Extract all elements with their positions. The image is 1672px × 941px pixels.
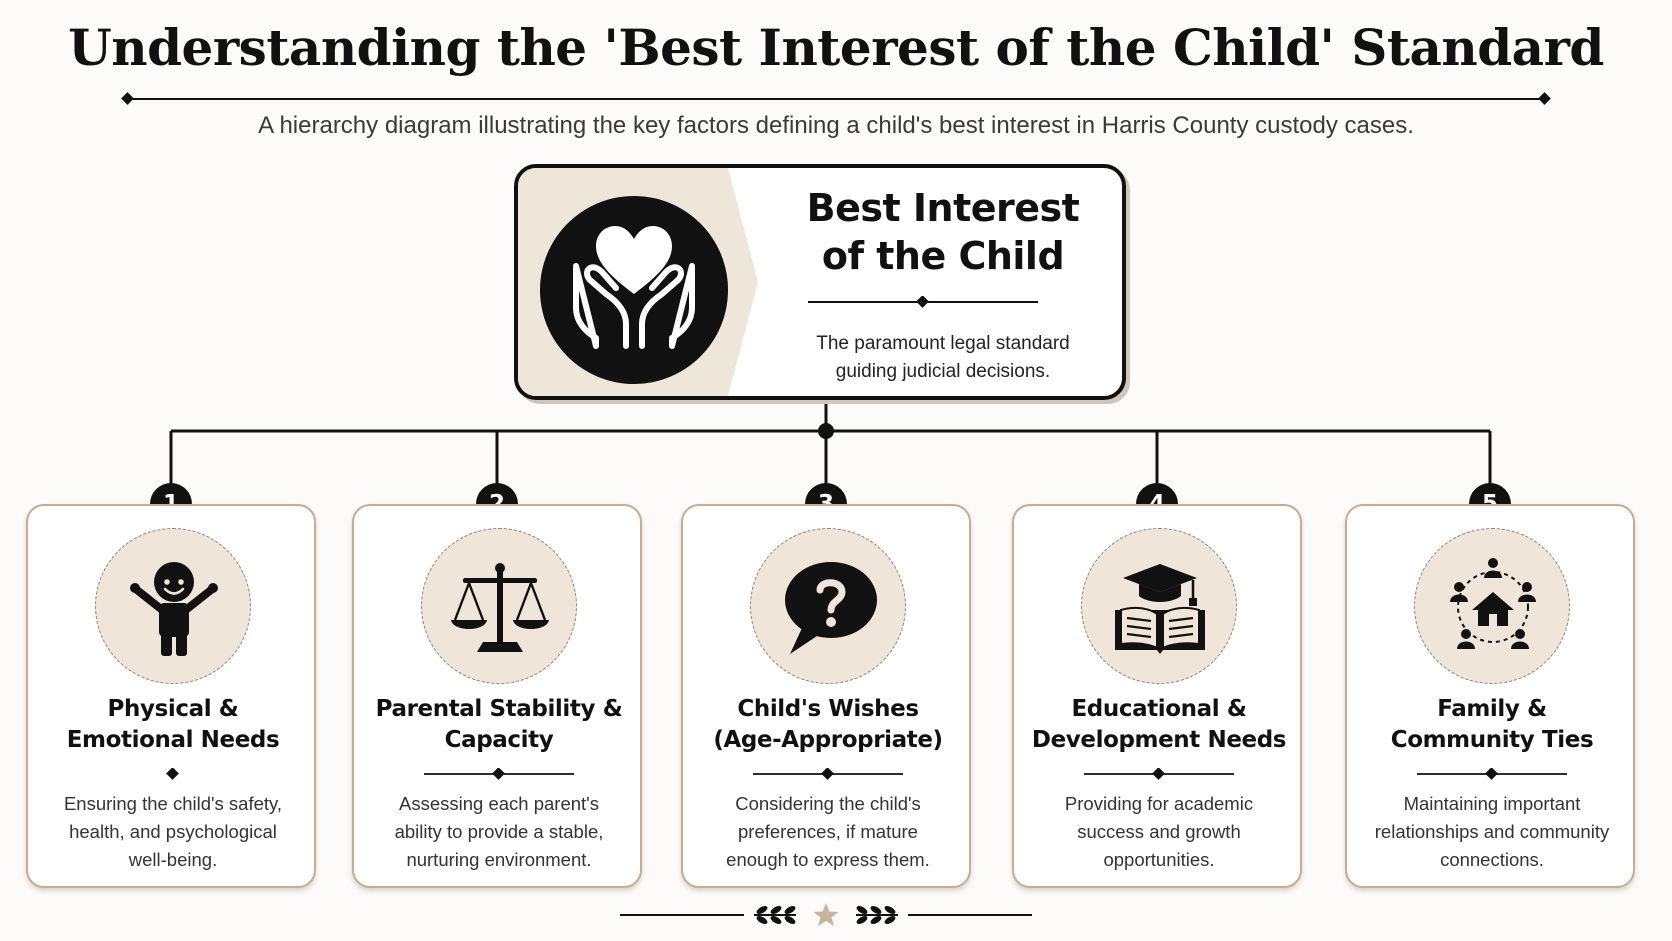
factor-card-childs-wishes: Child's Wishes (Age-Appropriate) Conside…: [681, 504, 971, 888]
factor-card-family-community: Family & Community Ties Maintaining impo…: [1345, 504, 1635, 888]
factor-description: Maintaining important relationships and …: [1374, 793, 1610, 870]
scales-of-justice-icon: [451, 563, 549, 652]
root-node: Best Interest of the Child The paramount…: [514, 164, 1126, 400]
factor-title: Child's Wishes (Age-Appropriate): [713, 696, 943, 753]
factor-icon-circle: [1081, 528, 1237, 684]
factor-icon-circle: [750, 528, 906, 684]
page-title: Understanding the 'Best Interest of the …: [68, 18, 1604, 77]
title-divider: [121, 92, 1551, 105]
factor-card-physical-emotional: Physical & Emotional Needs Ensuring the …: [26, 504, 316, 888]
root-title: Best Interest of the Child: [806, 186, 1080, 278]
factor-title: Physical & Emotional Needs: [66, 696, 280, 753]
factor-description: Assessing each parent's ability to provi…: [394, 793, 604, 870]
child-icon: [130, 562, 218, 656]
heart-in-hands-icon: [540, 196, 728, 384]
factor-description: Providing for academic success and growt…: [1064, 793, 1254, 870]
question-speech-bubble-icon: [785, 562, 877, 654]
factor-description: Ensuring the child's safety, health, and…: [63, 793, 283, 870]
factor-description: Considering the child's preferences, if …: [726, 793, 930, 870]
factor-icon-circle: [421, 528, 577, 684]
footer-ornament: [620, 903, 1032, 926]
factor-card-educational-development: Educational & Development Needs Providin…: [1012, 504, 1302, 888]
root-description: The paramount legal standard guiding jud…: [816, 333, 1070, 382]
factor-title: Family & Community Ties: [1390, 696, 1594, 753]
community-house-icon: [1450, 558, 1536, 649]
root-divider: [808, 296, 1038, 308]
factor-icon-circle: [1414, 528, 1570, 684]
factor-icon-circle: [95, 528, 251, 684]
factor-title: Parental Stability & Capacity: [375, 696, 623, 753]
factor-card-parental-stability: Parental Stability & Capacity Assessing …: [352, 504, 642, 888]
factor-title: Educational & Development Needs: [1031, 696, 1287, 753]
factor-divider: [1084, 768, 1234, 780]
factor-divider: [166, 768, 179, 780]
graduation-cap-book-icon: [1115, 564, 1205, 654]
factor-divider: [753, 768, 903, 780]
factor-divider: [424, 768, 574, 780]
page-subtitle: A hierarchy diagram illustrating the key…: [258, 112, 1414, 139]
factor-divider: [1417, 768, 1567, 780]
